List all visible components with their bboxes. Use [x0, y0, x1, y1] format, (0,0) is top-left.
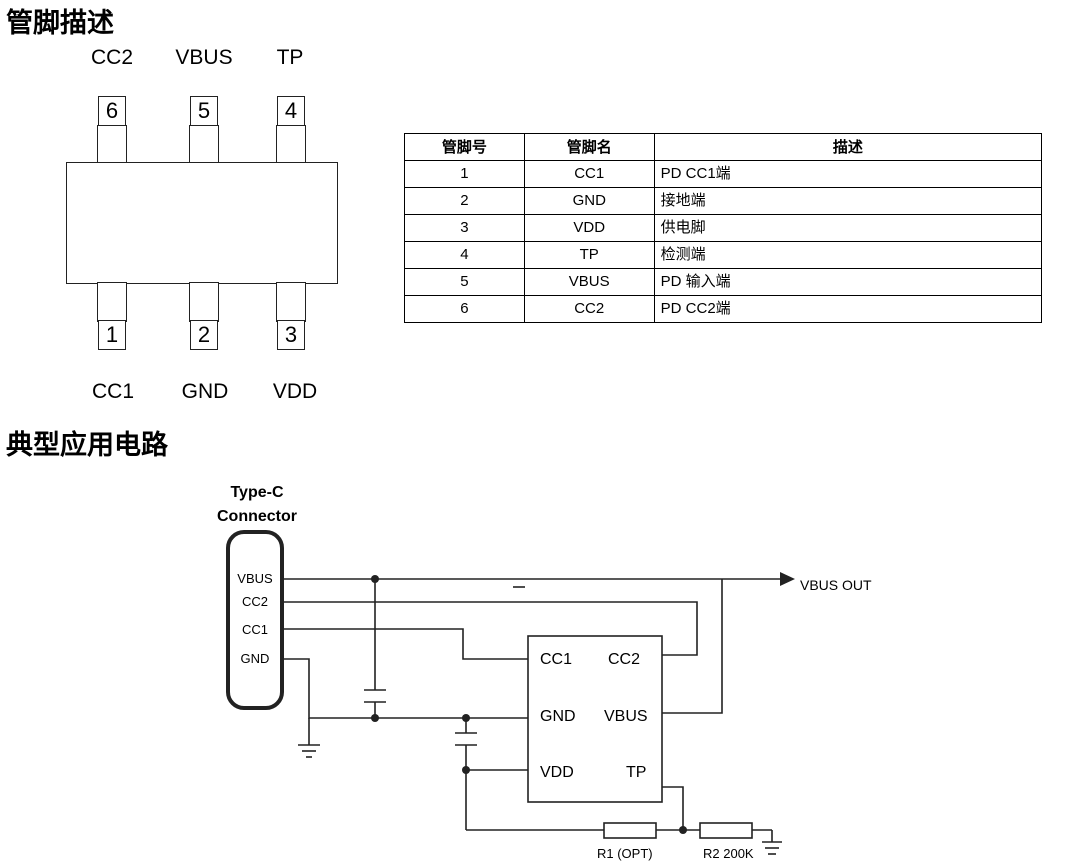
connector-pin-vbus: VBUS [237, 571, 273, 586]
r1-label: R1 (OPT) [597, 846, 653, 861]
cell-pin-number: 1 [404, 160, 525, 188]
pin-number-2: 2 [190, 320, 218, 350]
junction-dot [462, 766, 470, 774]
cell-description: PD CC2端 [653, 295, 1043, 323]
ic-pin-gnd: GND [540, 708, 576, 725]
cell-pin-name: VBUS [523, 268, 655, 296]
pin-label-tp-top: TP [276, 46, 304, 69]
junction-dot [371, 575, 379, 583]
header-description: 描述 [653, 133, 1043, 161]
connector-title-line1: Type-C [230, 484, 283, 501]
table-row: 4 TP 检测端 [404, 241, 1043, 269]
ic-pin-tp: TP [626, 764, 646, 781]
pin-number-4: 4 [277, 96, 305, 126]
junction-dot [371, 714, 379, 722]
ic-pin-cc1: CC1 [540, 651, 572, 668]
table-row: 3 VDD 供电脚 [404, 214, 1043, 242]
table-row: 6 CC2 PD CC2端 [404, 295, 1043, 323]
cell-description: PD 输入端 [653, 268, 1043, 296]
application-circuit-diagram: Type-C Connector VBUS CC2 CC1 GND CC1 CC… [217, 484, 872, 861]
header-pin-name: 管脚名 [523, 133, 655, 161]
lead-pin6 [97, 125, 127, 164]
cell-pin-name: CC1 [523, 160, 655, 188]
lead-pin2 [189, 282, 219, 322]
r1-resistor [603, 822, 657, 839]
cell-pin-number: 3 [404, 214, 525, 242]
lead-pin5 [189, 125, 219, 164]
pin-number-3: 3 [277, 320, 305, 350]
connector-title-line2: Connector [217, 508, 297, 525]
cell-pin-name: VDD [523, 214, 655, 242]
cell-pin-number: 4 [404, 241, 525, 269]
pin-label-cc1-bottom: CC1 [91, 380, 134, 403]
lead-pin4 [276, 125, 306, 164]
connector-pin-cc2: CC2 [242, 594, 268, 609]
table-header-row: 管脚号 管脚名 描述 [404, 133, 1043, 161]
cell-description: 供电脚 [653, 214, 1043, 242]
lead-pin1 [97, 282, 127, 322]
tp-wire [662, 786, 684, 830]
gnd-wire [282, 658, 528, 719]
cc1-wire [282, 628, 528, 660]
connector-pin-gnd: GND [241, 651, 270, 666]
pin-number-5: 5 [190, 96, 218, 126]
ic-pin-cc2: CC2 [608, 651, 640, 668]
r2-label: R2 200K [703, 846, 754, 861]
cell-pin-number: 5 [404, 268, 525, 296]
table-row: 2 GND 接地端 [404, 187, 1043, 215]
pin-label-vdd-bottom: VDD [272, 380, 318, 403]
cell-description: 接地端 [653, 187, 1043, 215]
ic-body [527, 635, 663, 803]
pin-label-cc2-top: CC2 [90, 46, 133, 69]
lead-pin3 [276, 282, 306, 322]
pin-number-1: 1 [98, 320, 126, 350]
cell-pin-name: CC2 [523, 295, 655, 323]
vbus-out-label: VBUS OUT [800, 577, 872, 593]
pin-number-6: 6 [98, 96, 126, 126]
table-row: 5 VBUS PD 输入端 [404, 268, 1043, 296]
type-c-connector [226, 530, 284, 710]
junction-dot [679, 826, 687, 834]
arrow-right-icon [780, 572, 795, 586]
cell-pin-number: 2 [404, 187, 525, 215]
ic-vbus-wire [662, 579, 723, 714]
table-row: 1 CC1 PD CC1端 [404, 160, 1043, 188]
package-body [66, 162, 338, 284]
pin-label-gnd-bottom: GND [181, 380, 229, 403]
ic-pin-vdd: VDD [540, 764, 574, 781]
ground-icon [298, 744, 320, 758]
pin-table: 管脚号 管脚名 描述 1 CC1 PD CC1端 2 GND 接地端 3 VDD… [404, 133, 1043, 323]
cell-pin-name: GND [523, 187, 655, 215]
pin-label-vbus-top: VBUS [175, 46, 233, 69]
connector-pin-cc1: CC1 [242, 622, 268, 637]
header-pin-number: 管脚号 [404, 133, 525, 161]
junction-dot [462, 714, 470, 722]
cc2-wire [282, 601, 698, 656]
ic-pin-vbus: VBUS [604, 708, 648, 725]
package-diagram: CC2 VBUS TP 6 5 4 1 2 3 CC1 GND VDD [0, 0, 400, 420]
cell-pin-name: TP [523, 241, 655, 269]
cell-pin-number: 6 [404, 295, 525, 323]
r2-resistor [699, 822, 753, 839]
ground-icon [762, 841, 782, 855]
pin-description-heading: 管脚描述 [6, 8, 114, 39]
cell-description: PD CC1端 [653, 160, 1043, 188]
application-circuit-heading: 典型应用电路 [6, 430, 168, 461]
cell-description: 检测端 [653, 241, 1043, 269]
